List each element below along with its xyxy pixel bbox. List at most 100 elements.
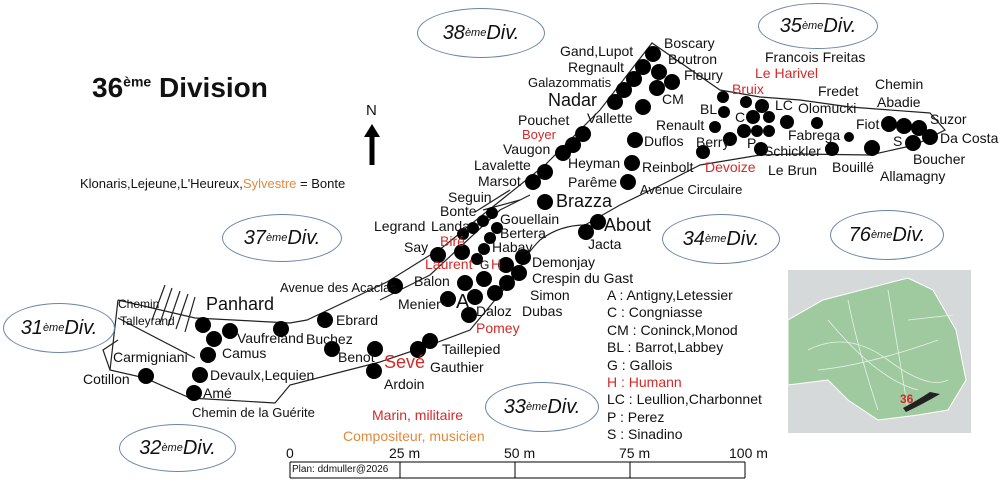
grave-marker bbox=[537, 194, 553, 210]
grave-label: P bbox=[747, 135, 757, 151]
grave-label: Panhard bbox=[206, 294, 275, 314]
grave-marker bbox=[471, 253, 483, 265]
grave-label: Duflos bbox=[644, 133, 684, 149]
legend-item: LC : Leullion,Charbonnet bbox=[607, 391, 762, 408]
grave-label: Ardoin bbox=[384, 376, 425, 392]
grave-label: LC bbox=[775, 97, 793, 113]
grave-label: A bbox=[456, 291, 470, 313]
grave-label: Amé bbox=[203, 385, 232, 401]
grave-marker bbox=[811, 117, 823, 129]
grave-label: Camus bbox=[222, 345, 267, 361]
grave-label: Boucher bbox=[913, 151, 966, 167]
grave-label: Vaugon bbox=[503, 141, 551, 157]
grave-label: CM bbox=[662, 91, 684, 107]
grave-label: Simon bbox=[530, 287, 570, 303]
grave-marker bbox=[461, 307, 477, 323]
grave-marker bbox=[206, 331, 222, 347]
scale-tick-label: 100 m bbox=[729, 445, 768, 461]
street-chemin: Chemin bbox=[118, 297, 160, 311]
grave-label: Sevé bbox=[384, 352, 426, 372]
avenue-edge bbox=[379, 194, 531, 301]
grave-label: Berry bbox=[696, 134, 730, 150]
grave-label: Pomey bbox=[476, 320, 520, 336]
grave-marker bbox=[881, 116, 897, 132]
scale-bar bbox=[289, 461, 746, 479]
grave-label: Bruix bbox=[732, 81, 764, 97]
park-area bbox=[788, 277, 967, 421]
grave-label: Devoize bbox=[705, 159, 756, 175]
category-composer: Compositeur, musicien bbox=[343, 428, 485, 444]
grave-label: Parême bbox=[568, 174, 618, 190]
grave-label: H bbox=[491, 256, 502, 272]
grave-label: Balon bbox=[414, 273, 450, 289]
grave-label: Allamagny bbox=[880, 168, 946, 184]
grave-label: Reinbolt bbox=[642, 159, 694, 175]
grave-marker bbox=[555, 145, 571, 161]
grave-label: Da Costa bbox=[940, 130, 999, 146]
grave-marker bbox=[627, 132, 643, 148]
grave-label: Vaufreland bbox=[237, 330, 304, 346]
grave-label: Bertera bbox=[500, 225, 546, 241]
grave-marker bbox=[467, 289, 483, 305]
grave-label: S bbox=[893, 133, 903, 149]
grave-label: Boyer bbox=[522, 127, 556, 142]
street-talleyrand: Talleyrand bbox=[120, 314, 175, 328]
grave-label: Schickler bbox=[764, 143, 821, 159]
grave-marker bbox=[440, 291, 456, 307]
division-36-marker bbox=[903, 392, 940, 412]
grave-marker bbox=[457, 275, 473, 291]
grave-label: Lavalette bbox=[474, 157, 531, 173]
grave-label: Biré bbox=[440, 233, 465, 249]
street-avenue-circulaire: Avenue Circulaire bbox=[640, 182, 743, 197]
scale-tick-label: 75 m bbox=[619, 445, 651, 461]
grave-label: Fiot bbox=[856, 116, 880, 132]
grave-marker bbox=[491, 222, 503, 234]
category-military: Marin, militaire bbox=[372, 407, 464, 423]
street-chemin-guerite: Chemin de la Guérite bbox=[192, 405, 315, 420]
grave-marker bbox=[578, 224, 594, 240]
grave-marker bbox=[454, 244, 470, 260]
street-chemin-abadie-1: Chemin bbox=[875, 76, 924, 92]
grave-marker bbox=[222, 323, 238, 339]
grave-marker bbox=[651, 64, 667, 80]
grave-marker bbox=[192, 367, 208, 383]
grave-label: Cotillon bbox=[83, 371, 130, 387]
inset-label: 36 bbox=[900, 392, 914, 406]
grave-marker bbox=[273, 321, 289, 337]
grave-marker bbox=[911, 120, 927, 136]
grave-marker bbox=[486, 207, 498, 219]
legend-item: BL : Barrot,Labbey bbox=[607, 339, 724, 356]
grave-label: Taillepied bbox=[442, 341, 501, 357]
grave-label: Devaulx,Lequien bbox=[210, 367, 315, 383]
grave-marker bbox=[590, 214, 606, 230]
grave-label: Laurent bbox=[425, 256, 473, 272]
street-chemin-abadie-2: Abadie bbox=[877, 94, 921, 110]
grave-marker bbox=[864, 140, 880, 156]
grave-label: Fabrega bbox=[788, 127, 841, 143]
grave-marker bbox=[410, 341, 426, 357]
grave-marker bbox=[575, 126, 591, 142]
grave-marker bbox=[138, 368, 154, 384]
grave-marker bbox=[635, 59, 651, 75]
grave-marker bbox=[905, 135, 921, 151]
grave-label: Galazommatis bbox=[528, 75, 612, 90]
grave-marker bbox=[780, 115, 794, 129]
street-avenue-acacias: Avenue des Acacias bbox=[280, 280, 397, 295]
grave-label: Habay bbox=[492, 239, 533, 255]
grave-label: Gand,Lupot bbox=[560, 43, 634, 59]
grave-label: Fleury bbox=[684, 67, 723, 83]
grave-marker bbox=[763, 125, 775, 137]
grave-marker bbox=[467, 222, 479, 234]
locator-map: 36 bbox=[788, 270, 971, 433]
grave-marker bbox=[200, 347, 216, 363]
grave-marker bbox=[626, 71, 642, 87]
grave-marker bbox=[477, 215, 489, 227]
grave-marker bbox=[624, 155, 640, 171]
scale-tick-label: 50 m bbox=[504, 445, 536, 461]
legend-item: CM : Coninck,Monod bbox=[607, 321, 738, 338]
grave-marker bbox=[457, 228, 469, 240]
